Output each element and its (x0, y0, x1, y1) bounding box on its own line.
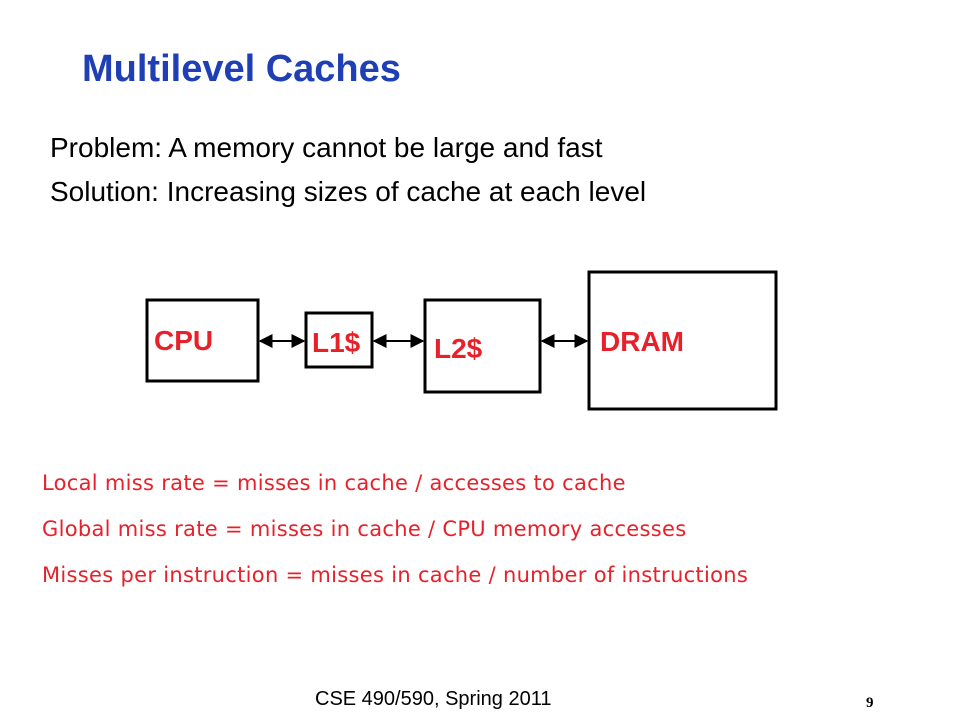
cpu-label: CPU (154, 325, 213, 356)
l2-cache-box (423, 298, 542, 394)
cpu-box (145, 298, 260, 383)
page-number: 9 (866, 695, 874, 711)
bullet-list: Problem: A memory cannot be large and fa… (50, 126, 646, 214)
bullet-problem: Problem: A memory cannot be large and fa… (50, 132, 603, 163)
l1-cache-box (304, 311, 374, 369)
footer-course: CSE 490/590, Spring 2011 (315, 688, 552, 710)
l2-cache-label: L2$ (434, 333, 483, 364)
l1-cache-label: L1$ (312, 327, 361, 358)
note-local-miss-rate: Local miss rate = misses in cache / acce… (42, 471, 626, 495)
bullet-solution: Solution: Increasing sizes of cache at e… (50, 176, 647, 207)
dram-label: DRAM (600, 326, 684, 357)
miss-rate-definitions: Local miss rate = misses in cache / acce… (42, 460, 748, 598)
note-misses-per-instruction: Misses per instruction = misses in cache… (42, 563, 749, 587)
slide-title: Multilevel Caches (82, 48, 401, 90)
dram-box (587, 270, 778, 411)
note-global-miss-rate: Global miss rate = misses in cache / CPU… (42, 517, 687, 541)
